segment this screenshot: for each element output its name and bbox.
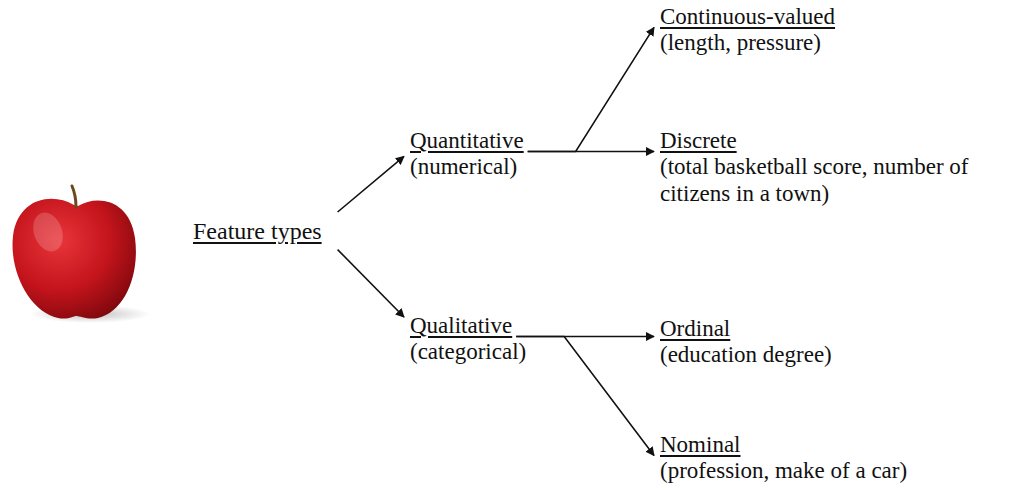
node-description: (length, pressure) bbox=[660, 30, 835, 56]
root-feature: Feature types bbox=[193, 218, 322, 246]
apple-stem bbox=[72, 186, 76, 207]
category-node: Quantitative(numerical) bbox=[410, 128, 524, 181]
node-description: (profession, make of a car) bbox=[660, 458, 907, 484]
node-heading: Continuous-valued bbox=[660, 4, 835, 30]
subtype-node: Nominal(profession, make of a car) bbox=[660, 432, 907, 485]
apple-body bbox=[13, 199, 136, 319]
node-heading: Feature types bbox=[193, 218, 322, 246]
branch-arrow bbox=[338, 156, 404, 212]
branch-arrow bbox=[528, 27, 654, 151]
node-description: (total basketball score, number of citiz… bbox=[660, 154, 1000, 207]
branch-arrow bbox=[516, 336, 654, 455]
node-heading: Discrete bbox=[660, 128, 1000, 154]
node-heading: Ordinal bbox=[660, 316, 832, 342]
node-heading: Qualitative bbox=[410, 313, 526, 339]
node-heading: Nominal bbox=[660, 432, 907, 458]
branch-arrow bbox=[338, 250, 404, 317]
category-node: Qualitative(categorical) bbox=[410, 313, 526, 366]
node-heading: Quantitative bbox=[410, 128, 524, 154]
branch-arrow bbox=[528, 151, 654, 153]
node-description: (numerical) bbox=[410, 154, 524, 180]
subtype-node: Continuous-valued(length, pressure) bbox=[660, 4, 835, 57]
node-description: (education degree) bbox=[660, 342, 832, 368]
apple-highlight bbox=[28, 208, 68, 255]
subtype-node: Ordinal(education degree) bbox=[660, 316, 832, 369]
subtype-node: Discrete(total basketball score, number … bbox=[660, 128, 1000, 207]
node-description: (categorical) bbox=[410, 339, 526, 365]
